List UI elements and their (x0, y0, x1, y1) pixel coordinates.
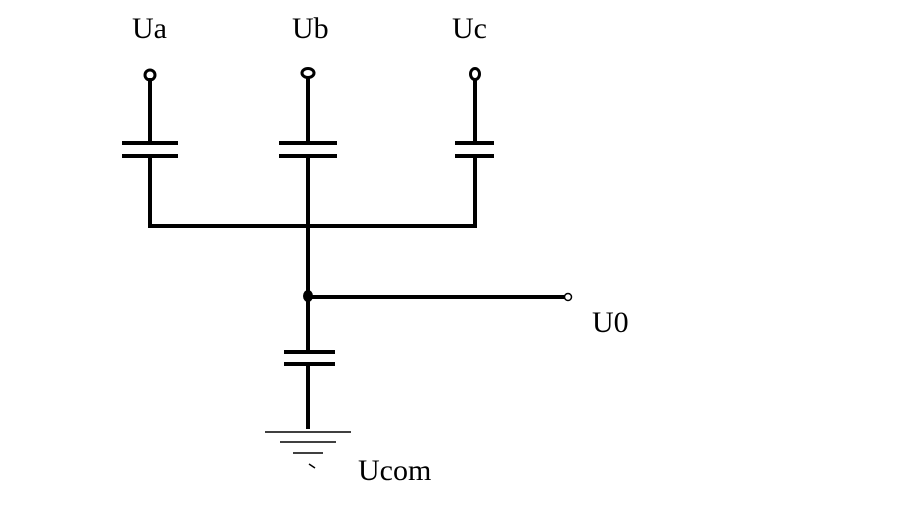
label-ucom: Ucom (358, 454, 431, 487)
branch-c (455, 67, 494, 228)
branch-b (279, 67, 337, 228)
branch-a (122, 68, 178, 228)
ground-icon (265, 431, 351, 469)
ground-line-4 (308, 463, 316, 469)
label-ub: Ub (292, 12, 329, 45)
terminal-c (469, 67, 481, 81)
capacitor-common (284, 350, 335, 429)
label-u0: U0 (592, 306, 629, 339)
label-ua: Ua (132, 12, 167, 45)
output-terminal (563, 292, 573, 302)
label-uc: Uc (452, 12, 487, 45)
